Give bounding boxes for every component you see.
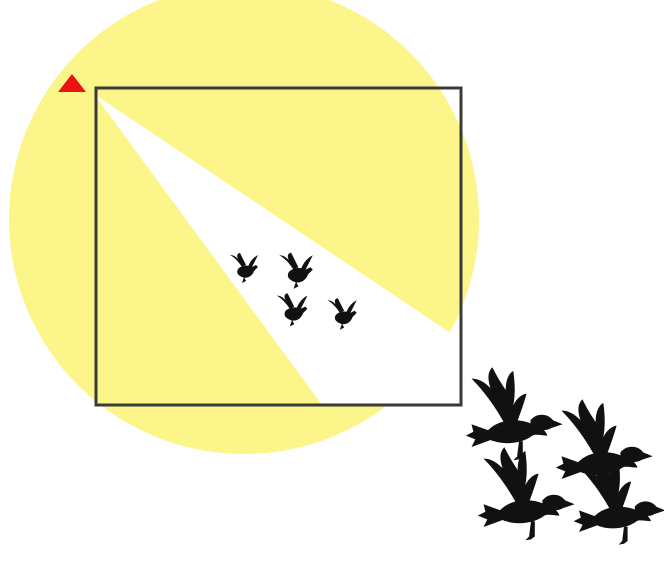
flying-bird-icon bbox=[574, 456, 664, 544]
flying-bird-icon bbox=[478, 447, 575, 540]
flying-bird-icon bbox=[466, 367, 563, 460]
birds-outside-frame bbox=[466, 367, 664, 544]
